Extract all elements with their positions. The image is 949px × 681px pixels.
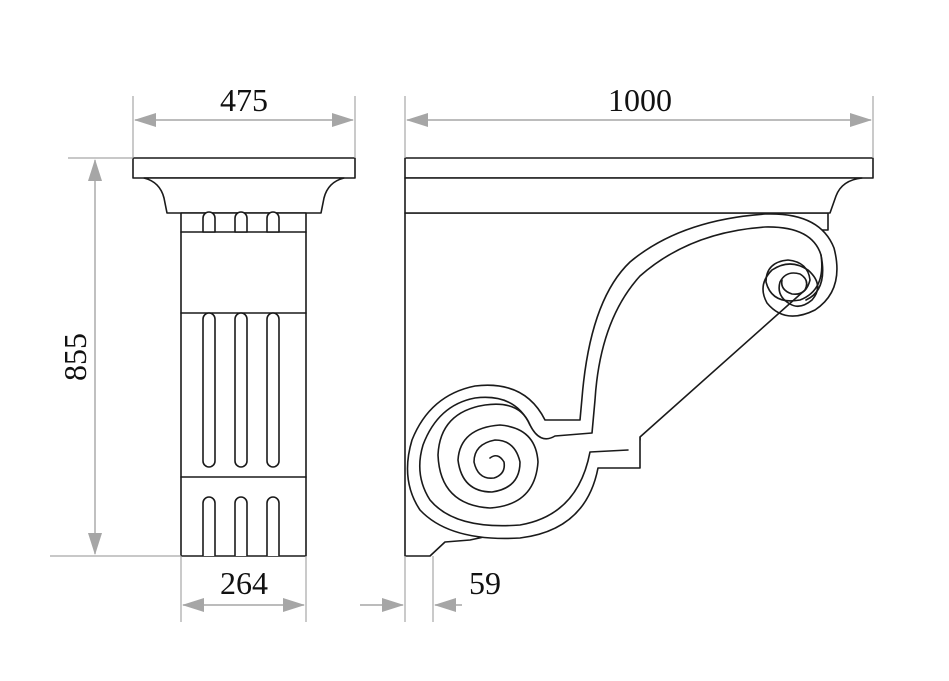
label-264: 264	[220, 565, 268, 601]
front-view	[404, 157, 874, 557]
dimension-height: 855	[50, 157, 181, 557]
label-475: 475	[220, 82, 268, 118]
side-cove	[143, 177, 345, 214]
side-middle-flutes	[202, 312, 280, 468]
side-bottom-flutes	[202, 496, 280, 556]
front-cove	[404, 177, 863, 214]
side-top-flutes	[202, 211, 280, 233]
dimension-side-top-width: 475	[132, 82, 356, 158]
label-1000: 1000	[608, 82, 672, 118]
side-top-slab	[132, 157, 356, 179]
front-scroll-outer	[406, 213, 838, 540]
dimensions: 475 855 264 1000	[50, 82, 874, 622]
front-left-volute	[437, 403, 539, 509]
dimension-side-bottom-width: 264	[180, 556, 307, 622]
side-view	[132, 157, 356, 557]
label-855: 855	[57, 333, 93, 381]
dimension-base-offset: 59	[360, 556, 501, 622]
front-right-volute	[765, 254, 823, 302]
label-59: 59	[469, 565, 501, 601]
dimension-front-width: 1000	[404, 82, 874, 158]
front-top-slab	[404, 157, 874, 179]
